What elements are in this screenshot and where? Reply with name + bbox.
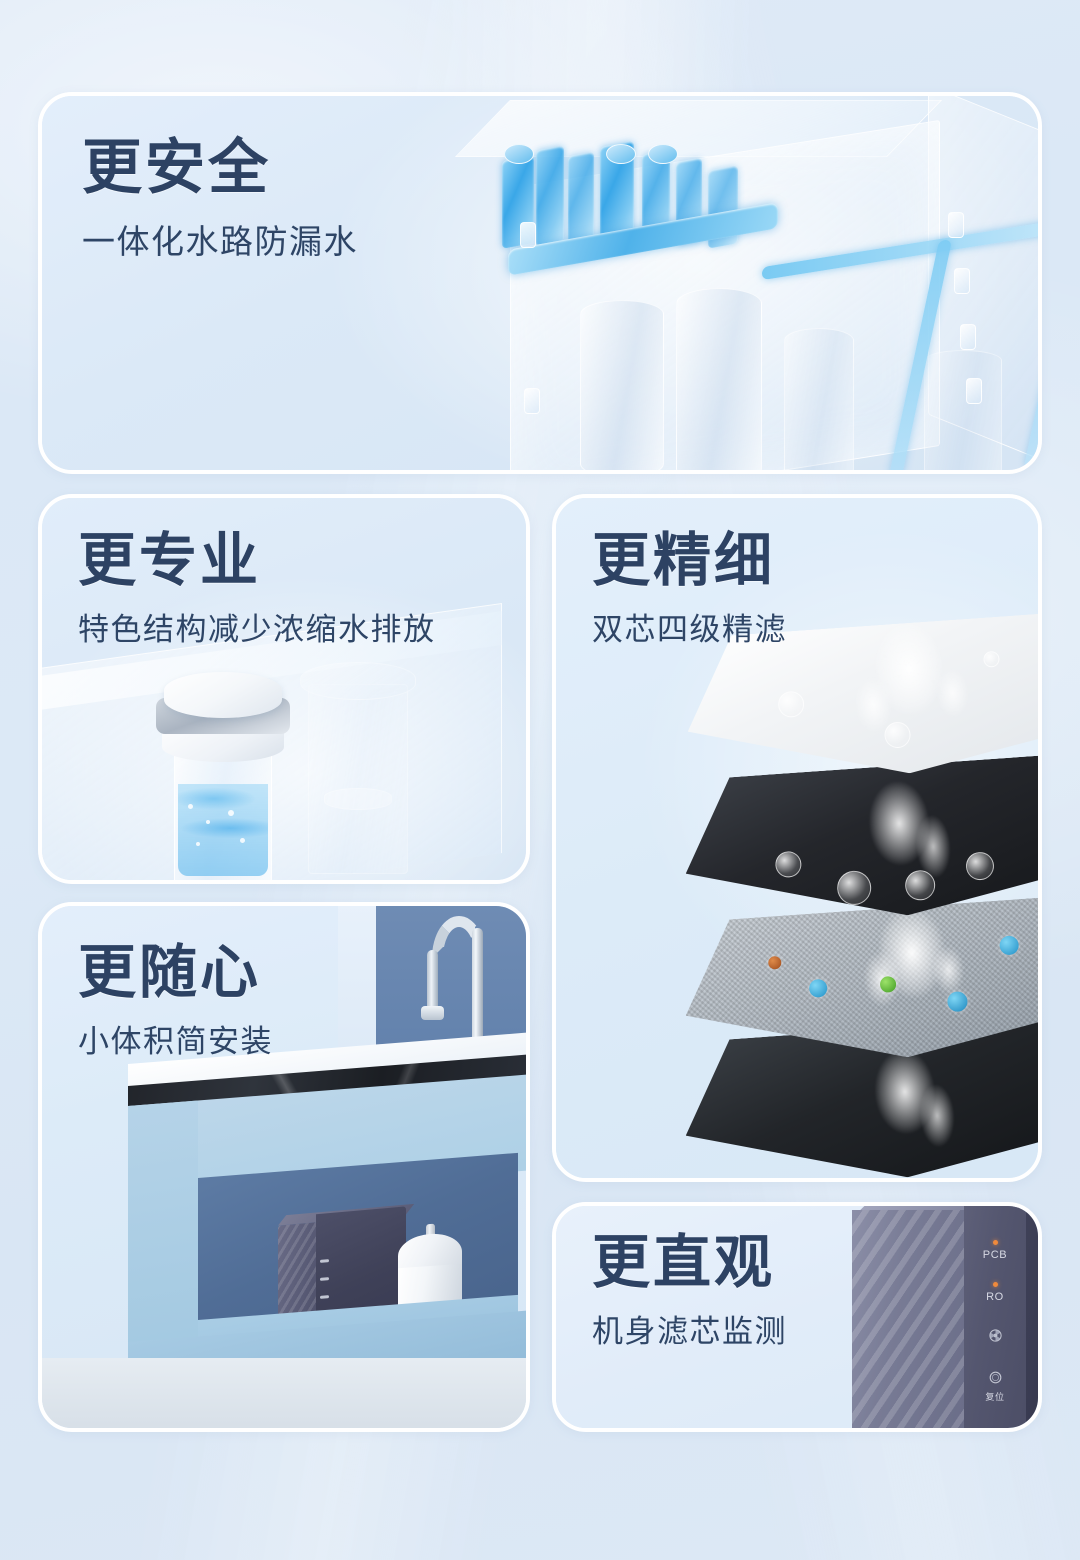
indicator-ro: RO <box>972 1282 1018 1303</box>
indicator-reset-label: 复位 <box>985 1392 1005 1402</box>
feature-card-safety[interactable]: 更安全 一体化水路防漏水 <box>38 92 1042 474</box>
waterway-port-cap <box>648 144 678 164</box>
card-intuitive-visual: PCB RO <box>556 1206 1038 1428</box>
card-compact-titles: 更随心 小体积简安装 <box>78 940 273 1059</box>
card-professional-title: 更专业 <box>78 528 262 593</box>
bubble <box>240 838 245 843</box>
card-fine-filtration-title: 更精细 <box>592 528 776 593</box>
filter-cylinder <box>580 300 664 470</box>
housing-clip <box>966 378 982 404</box>
card-safety-title: 更安全 <box>82 134 271 201</box>
bubble <box>206 820 210 824</box>
device-textured-face <box>852 1210 964 1428</box>
housing-clip <box>520 222 536 248</box>
purifier-device-body: PCB RO <box>852 1206 1038 1428</box>
faucet-arc <box>432 916 486 958</box>
feature-card-intuitive[interactable]: PCB RO <box>552 1202 1042 1432</box>
filter-cylinder <box>676 288 762 470</box>
card-intuitive-titles: 更直观 机身滤芯监测 <box>592 1230 787 1349</box>
feature-card-professional[interactable]: 更专业 特色结构减少浓缩水排放 <box>38 494 530 884</box>
bubble <box>228 810 234 816</box>
housing-clip <box>948 212 964 238</box>
card-compact-title: 更随心 <box>78 940 262 1005</box>
integrated-waterway-manifold <box>502 141 802 276</box>
bubble <box>196 842 200 846</box>
cartridge-cap <box>300 662 416 700</box>
waterway-port-cap <box>504 144 534 164</box>
card-compact-subtitle: 小体积简安装 <box>78 1024 273 1059</box>
card-safety-subtitle: 一体化水路防漏水 <box>82 223 358 260</box>
indicator-reset[interactable]: 复位 <box>972 1370 1018 1402</box>
waterway-port-cap <box>606 144 636 164</box>
fan-icon <box>988 1329 1002 1342</box>
card-intuitive-subtitle: 机身滤芯监测 <box>592 1314 787 1349</box>
card-safety-titles: 更安全 一体化水路防漏水 <box>82 134 358 260</box>
cartridge-cap <box>164 672 282 718</box>
card-safety-visual: 更安全 一体化水路防漏水 <box>42 96 1038 470</box>
card-professional-visual: 更专业 特色结构减少浓缩水排放 <box>42 498 526 880</box>
cabinet-left-panel <box>128 1100 198 1356</box>
filter-cylinder <box>784 328 854 470</box>
housing-clip <box>524 388 540 414</box>
feature-card-fine-filtration[interactable]: 更精细 双芯四级精滤 <box>552 494 1042 1182</box>
cartridge-disc <box>324 788 392 810</box>
bubble <box>188 804 193 809</box>
secondary-filter-cartridge <box>300 662 416 880</box>
device-right-edge <box>1026 1206 1038 1428</box>
transparent-purifier-illustration <box>454 96 1038 470</box>
feature-card-compact[interactable]: 更随心 小体积简安装 <box>38 902 530 1432</box>
primary-filter-cartridge <box>156 672 290 880</box>
faucet-spout <box>427 950 438 1012</box>
card-fine-filtration-titles: 更精细 双芯四级精滤 <box>592 528 787 647</box>
faucet-stem <box>472 928 483 1078</box>
housing-clip <box>960 324 976 350</box>
water-swirl-effect <box>178 784 268 876</box>
indicator-pcb-label: PCB <box>982 1249 1008 1261</box>
waterway-channel <box>536 145 564 247</box>
status-dot-icon <box>992 1240 998 1245</box>
status-dot-icon <box>992 1282 998 1287</box>
waterway-channel <box>568 151 594 249</box>
faucet-handle <box>421 1006 444 1020</box>
card-professional-subtitle: 特色结构减少浓缩水排放 <box>78 612 436 647</box>
power-ring-icon <box>989 1371 1001 1384</box>
indicator-ro-label: RO <box>986 1291 1004 1303</box>
kitchen-floor <box>42 1358 526 1428</box>
cartridge-body <box>308 684 408 874</box>
housing-clip <box>954 268 970 294</box>
indicator-fan <box>972 1328 1018 1351</box>
filter-cylinder <box>924 350 1002 470</box>
card-fine-filtration-subtitle: 双芯四级精滤 <box>592 612 787 647</box>
card-fine-filtration-visual: 更精细 双芯四级精滤 <box>556 498 1038 1178</box>
card-compact-visual: 更随心 小体积简安装 <box>42 906 526 1428</box>
card-intuitive-title: 更直观 <box>592 1230 776 1295</box>
indicator-pcb: PCB <box>972 1240 1018 1261</box>
card-professional-titles: 更专业 特色结构减少浓缩水排放 <box>78 528 436 647</box>
